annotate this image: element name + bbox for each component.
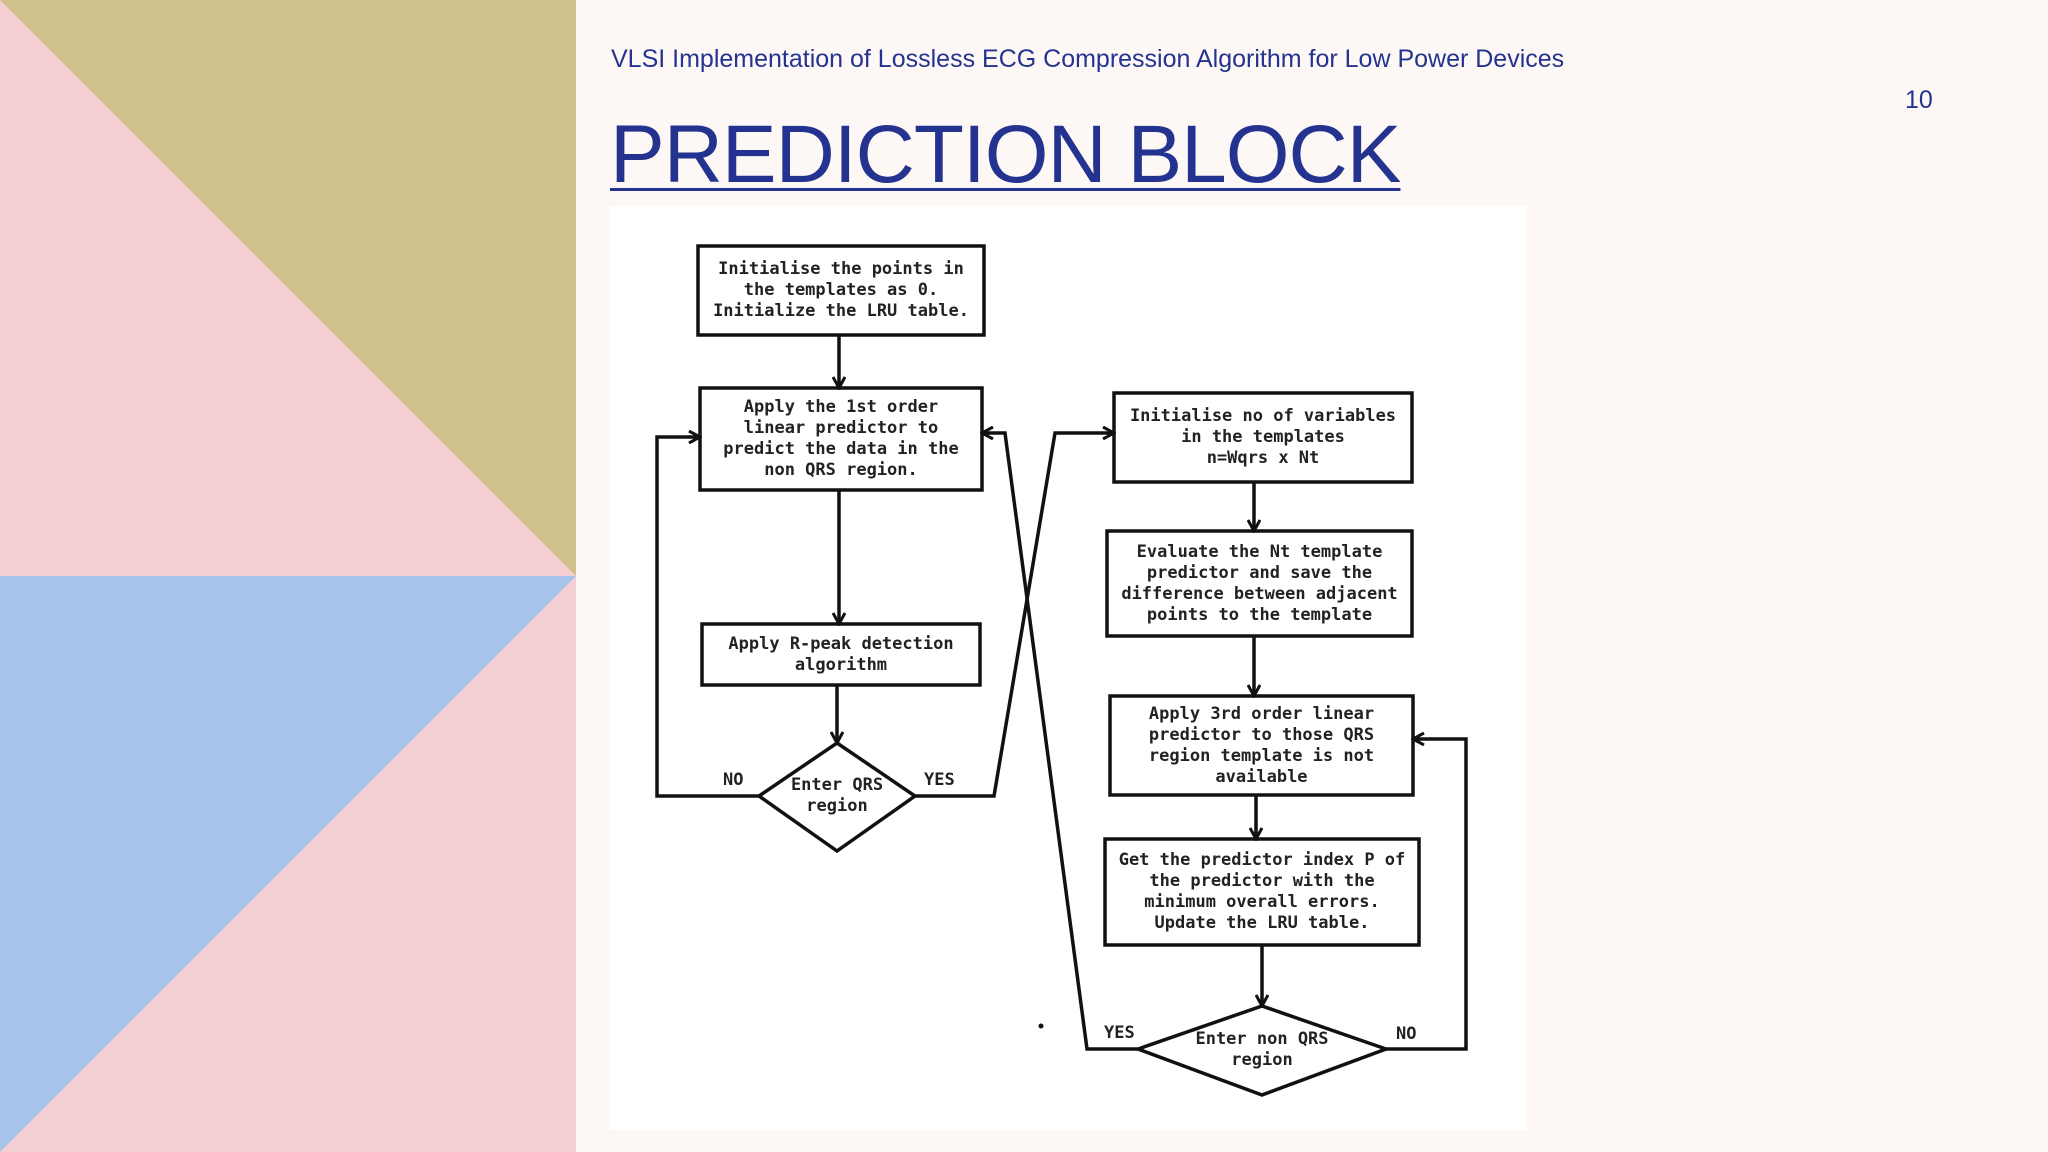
yes-label-right: YES bbox=[1104, 1023, 1135, 1043]
enter-qrs-diamond-shape bbox=[755, 740, 919, 854]
no-label-right: NO bbox=[1396, 1024, 1417, 1044]
slide-title: PREDICTION BLOCK bbox=[610, 109, 1401, 200]
flowchart-connectors bbox=[655, 244, 1468, 1097]
third-order-predictor-box: Apply 3rd order linear predictor to thos… bbox=[1148, 703, 1375, 787]
evaluate-template-box: Evaluate the Nt template predictor and s… bbox=[1121, 541, 1398, 625]
no-label-left: NO bbox=[723, 770, 744, 790]
init-variables-box: Initialise no of variables in the templa… bbox=[1129, 406, 1397, 468]
predictor-index-box: Get the predictor index P of the predict… bbox=[1118, 850, 1406, 933]
enter-non-qrs-diamond: Enter non QRS region bbox=[1195, 1029, 1329, 1070]
first-order-predictor-box: Apply the 1st order linear predictor to … bbox=[723, 397, 959, 480]
slide-number: 10 bbox=[1905, 86, 1933, 114]
init-box-shape bbox=[696, 244, 986, 337]
yes-label-left: YES bbox=[924, 770, 955, 790]
enter-qrs-diamond: Enter QRS region bbox=[790, 775, 884, 816]
rpeak-detection-box: Apply R-peak detection algorithm bbox=[728, 633, 954, 675]
presentation-header: VLSI Implementation of Lossless ECG Comp… bbox=[611, 45, 1565, 73]
decorative-background-shapes bbox=[0, 0, 576, 1152]
init-box: Initialise the points in the templates a… bbox=[713, 259, 969, 321]
enter-non-qrs-diamond-shape bbox=[1132, 1004, 1392, 1097]
prediction-flowchart: Initialise the points in the templates a… bbox=[610, 206, 1527, 1130]
